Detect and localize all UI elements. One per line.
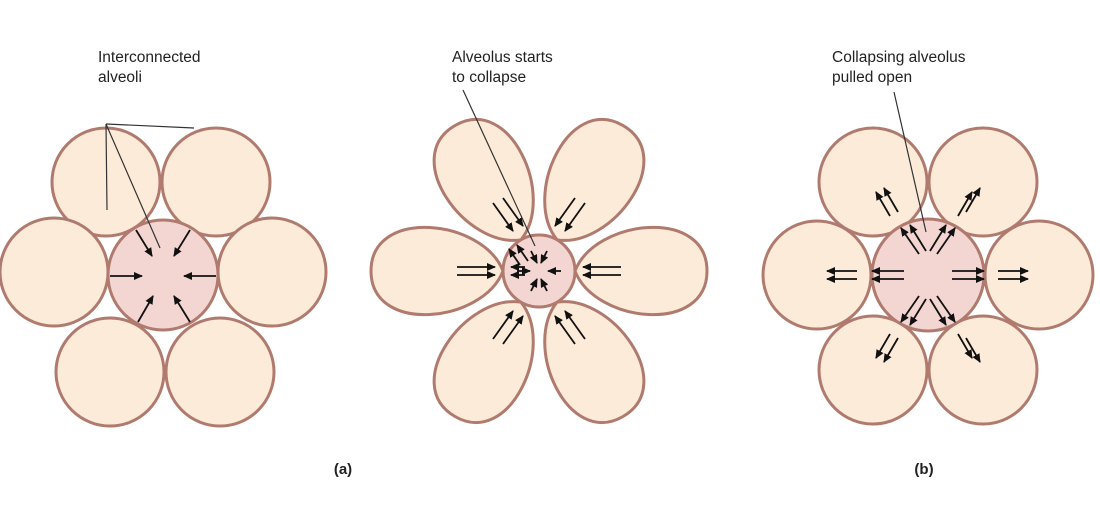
arrow [909,298,927,326]
arrow [529,250,538,264]
arrow [883,337,899,363]
leader-line [105,123,161,249]
alveolus [927,126,1039,238]
arrow [957,333,973,359]
annotation-line: Alveolus starts [452,49,553,66]
annotation-label: Collapsing alveolus pulled open [832,49,970,86]
arrow [516,244,529,262]
leader-line [105,123,195,129]
arrow [957,191,973,217]
arrow [540,250,549,264]
arrow [137,295,154,323]
alveolus [160,126,272,238]
leader-lines [105,123,195,249]
annotation-label: Alveolus starts to collapse [452,49,557,86]
arrow [135,229,153,257]
annotation-line: to collapse [452,69,526,86]
arrow [883,187,899,213]
panel-interconnected: Interconnected alveoli [0,49,328,428]
arrow [173,295,191,323]
arrow [492,310,514,340]
arrow [900,295,920,323]
arrow [554,315,576,345]
central-alveolus [106,218,220,332]
arrow [936,227,956,255]
alveolus [983,219,1095,331]
arrow [965,337,981,363]
panel-collapse-annotation: Alveolus starts to collapse [452,49,557,247]
arrow [875,191,891,217]
arrow [965,187,981,213]
annotation-line: Interconnected [98,49,201,66]
inward-arrows [457,197,621,345]
surrounding-alveoli [761,126,1095,426]
arrow [875,333,891,359]
arrow [540,278,549,292]
annotation-line: alveoli [98,69,142,86]
panel-pulled-open: Collapsing alveolus pulled open [761,49,1095,426]
arrow [900,227,920,255]
leader-line [462,89,536,247]
alveolus [573,226,709,316]
alveolus [54,316,166,428]
alveolus [432,117,535,242]
alveolus [369,226,505,316]
alveolus [761,219,873,331]
leader-line [893,91,927,233]
arrow [929,224,947,252]
alveolus [0,216,110,328]
alveolus [432,300,535,425]
inward-arrows [110,229,216,323]
alveolus [216,216,328,328]
alveolus [164,316,276,428]
annotation-line: pulled open [832,69,912,86]
central-alveolus [870,217,986,333]
arrow [554,197,576,227]
deformed-alveoli [369,117,709,425]
central-alveolus [501,233,577,309]
arrow [564,310,586,340]
alveolus [543,117,646,242]
arrow [173,229,191,257]
arrow [529,278,538,292]
arrow [502,315,524,345]
alveolus [543,300,646,425]
panel-collapse [369,117,709,425]
surrounding-alveoli [0,126,328,428]
alveolus [927,314,1039,426]
arrow [508,248,521,266]
panel-label-b: (b) [914,461,933,478]
arrow [929,298,947,326]
leader-line [105,123,108,211]
arrow [492,202,514,232]
arrow [502,197,524,227]
outward-arrows [826,187,1029,363]
alveolus [817,126,929,238]
annotation-line: Collapsing alveolus [832,49,966,66]
alveolus [817,314,929,426]
arrow [909,224,927,252]
arrow [936,295,956,323]
annotation-label: Interconnected alveoli [98,49,205,86]
panel-label-a: (a) [334,461,352,478]
arrow [564,202,586,232]
